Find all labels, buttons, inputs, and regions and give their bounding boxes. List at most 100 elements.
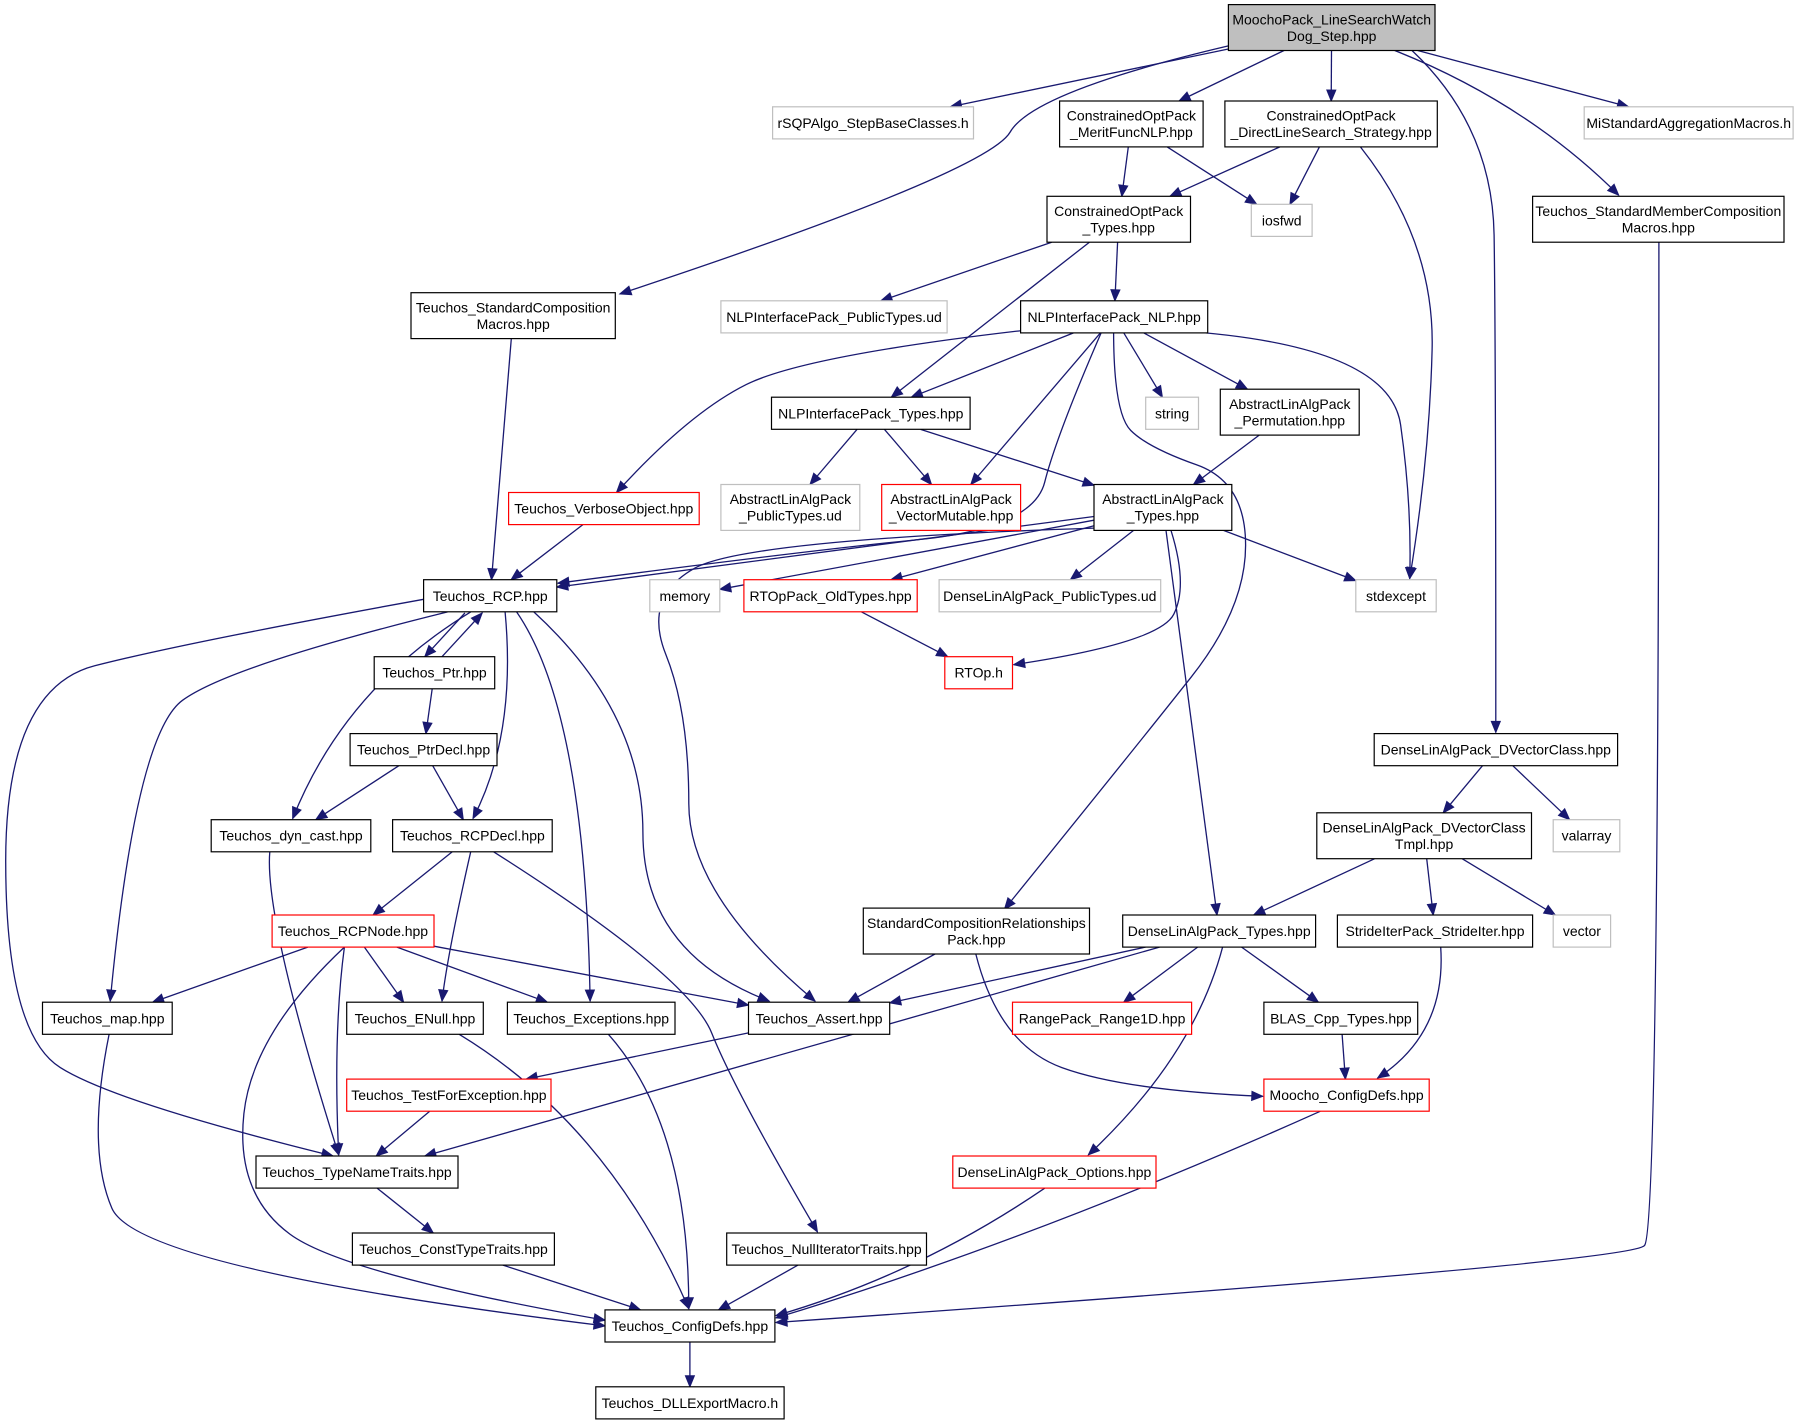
node-box	[349, 732, 498, 767]
edge-rcpdecl-to-enull	[438, 851, 472, 1003]
node-box	[649, 579, 721, 613]
edge-line	[1123, 332, 1163, 398]
edge-rcp-to-map	[106, 611, 448, 1003]
node-dls[interactable]: ConstrainedOptPack_DirectLineSearch_Stra…	[1224, 100, 1438, 148]
edge-arrowhead	[555, 580, 569, 591]
node-dyncast[interactable]: Teuchos_dyn_cast.hpp	[210, 819, 372, 853]
edge-line	[97, 1034, 606, 1327]
edge-line	[607, 1033, 690, 1309]
edge-nlpnlp-to-string	[1123, 332, 1164, 399]
node-alaptypes[interactable]: AbstractLinAlgPack_Types.hpp	[1093, 483, 1233, 532]
edge-layer	[5, 45, 1660, 1389]
node-label: Teuchos_ConstTypeTraits.hpp	[359, 1241, 548, 1257]
node-dlatypes[interactable]: DenseLinAlgPack_Types.hpp	[1122, 914, 1317, 948]
edge-line	[847, 953, 936, 1003]
edge-arrowhead	[935, 646, 949, 658]
node-strided[interactable]: StrideIterPack_StrideIter.hpp	[1336, 914, 1534, 948]
node-moochocfg[interactable]: Moocho_ConfigDefs.hpp	[1263, 1078, 1430, 1112]
node-nit[interactable]: Teuchos_NullIteratorTraits.hpp	[726, 1232, 928, 1266]
edge-dls-to-cotypes	[1168, 146, 1281, 197]
edge-line	[375, 1110, 431, 1157]
node-rcpdecl[interactable]: Teuchos_RCPDecl.hpp	[392, 819, 553, 853]
node-box	[392, 819, 553, 853]
node-cotypes[interactable]: ConstrainedOptPack_Types.hpp	[1046, 195, 1192, 243]
edge-arrowhead	[1326, 89, 1337, 103]
edge-rcpdecl-to-rcpnode	[372, 851, 453, 916]
edge-cotypes-to-nlpput	[879, 241, 1052, 303]
node-verbose[interactable]: Teuchos_VerboseObject.hpp	[508, 491, 700, 526]
node-tsmcm[interactable]: Teuchos_StandardMemberCompositionMacros.…	[1531, 195, 1785, 243]
edge-dlatypes-to-range	[1122, 946, 1198, 1003]
edge-line	[658, 527, 1095, 1002]
node-merit[interactable]: ConstrainedOptPack_MeritFuncNLP.hpp	[1058, 100, 1204, 148]
edge-arrowhead	[756, 992, 771, 1002]
edge-line	[1166, 146, 1258, 205]
node-dvc[interactable]: DenseLinAlgPack_DVectorClass.hpp	[1373, 732, 1619, 767]
node-blas[interactable]: BLAS_Cpp_Types.hpp	[1263, 1001, 1419, 1035]
edge-merit-to-iosfwd	[1166, 146, 1258, 206]
node-cfg[interactable]: Teuchos_ConfigDefs.hpp	[604, 1309, 776, 1343]
node-dll[interactable]: Teuchos_DLLExportMacro.h	[595, 1386, 785, 1420]
edge-line	[1013, 530, 1181, 666]
edge-arrowhead	[1003, 896, 1016, 911]
node-testexc[interactable]: Teuchos_TestForException.hpp	[346, 1078, 552, 1112]
node-ptrdecl[interactable]: Teuchos_PtrDecl.hpp	[349, 732, 498, 767]
node-assert[interactable]: Teuchos_Assert.hpp	[747, 1001, 891, 1035]
node-box	[747, 1001, 891, 1035]
node-box	[271, 914, 435, 948]
node-rcp[interactable]: Teuchos_RCP.hpp	[423, 579, 558, 613]
node-dlaopt[interactable]: DenseLinAlgPack_Options.hpp	[952, 1155, 1157, 1189]
node-vector: vector	[1552, 914, 1612, 948]
edge-line	[775, 242, 1660, 1324]
node-label: _MeritFuncNLP.hpp	[1069, 124, 1193, 140]
node-enull[interactable]: Teuchos_ENull.hpp	[346, 1001, 484, 1035]
node-nlpnlp[interactable]: NLPInterfacePack_NLP.hpp	[1019, 300, 1209, 334]
edge-rcp-to-rcpdecl	[472, 611, 509, 820]
node-box	[1316, 812, 1533, 860]
edge-arrowhead	[422, 721, 433, 735]
edge-root-to-tsmcm	[1394, 49, 1620, 197]
node-perm[interactable]: AbstractLinAlgPack_Permutation.hpp	[1219, 388, 1360, 436]
node-ctt[interactable]: Teuchos_ConstTypeTraits.hpp	[351, 1232, 555, 1266]
edge-line	[775, 1110, 1321, 1319]
edge-arrowhead	[615, 480, 629, 494]
edge-line	[458, 1033, 690, 1309]
node-label: iosfwd	[1262, 212, 1302, 228]
edge-line	[336, 947, 346, 1155]
node-label: _Types.hpp	[1082, 220, 1156, 236]
edge-line	[889, 946, 1146, 1004]
node-ptr[interactable]: Teuchos_Ptr.hpp	[373, 656, 496, 690]
node-rtoph[interactable]: RTOp.h	[944, 656, 1014, 690]
edge-line	[152, 946, 309, 1003]
edge-arrowhead	[1210, 902, 1221, 917]
node-range[interactable]: RangePack_Range1D.hpp	[1011, 1001, 1193, 1035]
node-tnt[interactable]: Teuchos_TypeNameTraits.hpp	[255, 1155, 459, 1189]
node-rcpnode[interactable]: Teuchos_RCPNode.hpp	[271, 914, 435, 948]
edge-line	[526, 1032, 749, 1080]
node-map[interactable]: Teuchos_map.hpp	[41, 1001, 173, 1035]
node-label: Teuchos_StandardMemberComposition	[1535, 203, 1781, 219]
edge-line	[718, 1264, 799, 1311]
node-nlptypes[interactable]: NLPInterfacePack_Types.hpp	[770, 396, 971, 430]
node-rtopold[interactable]: RTOpPack_OldTypes.hpp	[743, 579, 918, 613]
edge-arrowhead	[718, 582, 733, 593]
edge-ptrdecl-to-rcpdecl	[432, 765, 464, 821]
node-label: DenseLinAlgPack_DVectorClass	[1323, 820, 1526, 836]
edge-arrowhead	[684, 1375, 696, 1389]
edge-arrowhead	[314, 808, 329, 821]
edge-merit-to-cotypes	[1118, 146, 1129, 198]
edge-arrowhead	[1289, 191, 1300, 206]
edge-arrowhead	[1343, 571, 1358, 582]
edge-line	[1241, 946, 1319, 1003]
edge-arrowhead	[774, 1316, 788, 1327]
node-label: AbstractLinAlgPack	[1229, 396, 1351, 412]
edge-arrowhead	[1069, 568, 1083, 581]
node-exc[interactable]: Teuchos_Exceptions.hpp	[506, 1001, 676, 1035]
node-label: RangePack_Range1D.hpp	[1019, 1010, 1186, 1026]
node-box	[604, 1309, 776, 1343]
node-vecmut[interactable]: AbstractLinAlgPack_VectorMutable.hpp	[881, 483, 1022, 532]
